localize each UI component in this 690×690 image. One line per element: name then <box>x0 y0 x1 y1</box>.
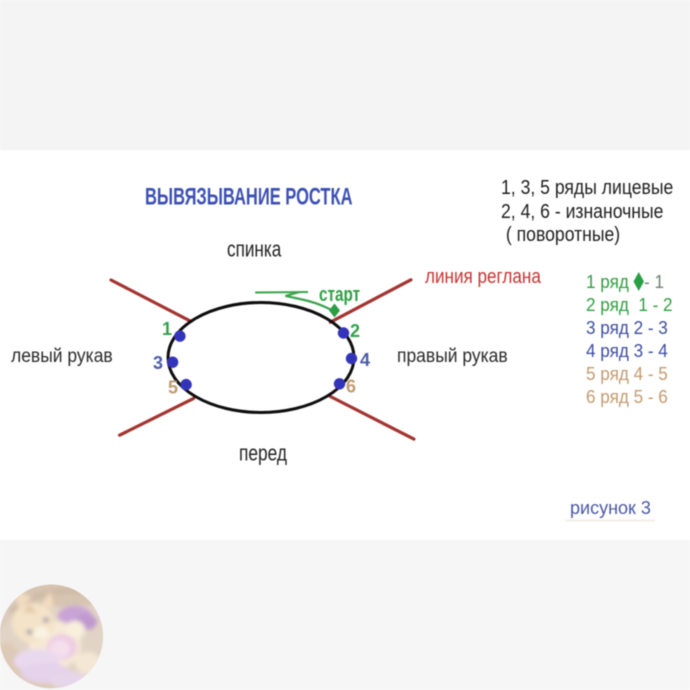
svg-text:2: 2 <box>350 321 360 341</box>
svg-text:6: 6 <box>346 377 356 397</box>
svg-text:4: 4 <box>360 350 370 370</box>
svg-text:3: 3 <box>153 353 163 373</box>
svg-text:5: 5 <box>168 378 178 398</box>
svg-text:1: 1 <box>162 319 172 339</box>
